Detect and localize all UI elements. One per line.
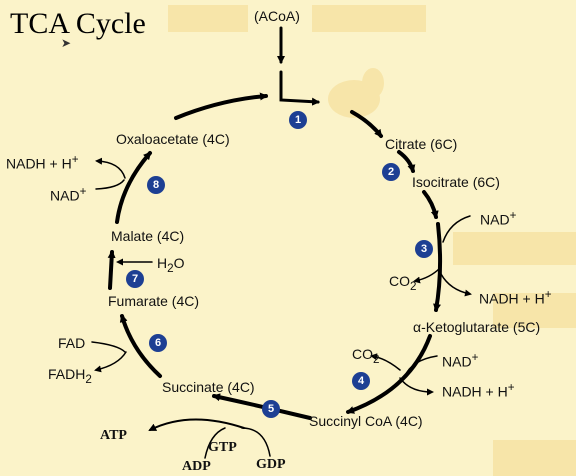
branch-fad	[91, 341, 126, 353]
arrow-step5	[212, 393, 312, 420]
gdp-label: GDP	[256, 457, 286, 472]
branch-gtp-atp	[148, 418, 245, 431]
cursor-icon: ➤	[61, 36, 72, 50]
fadh2-label: FADH2	[48, 366, 92, 386]
isocitrate-label: Isocitrate (6C)	[412, 174, 500, 190]
branch-nadh-8	[95, 157, 126, 179]
acoa-label: (ACoA)	[254, 8, 300, 24]
atp-label: ATP	[100, 428, 127, 443]
step-8-marker: 8	[147, 176, 165, 194]
blank-box-right-1	[453, 232, 576, 265]
arrow-step8	[115, 151, 152, 224]
citrate-label: Citrate (6C)	[385, 136, 458, 152]
oxaloacetate-label: Oxaloacetate (4C)	[116, 131, 230, 147]
blank-blob-acetyl-top	[362, 68, 384, 98]
branch-gdp	[241, 427, 271, 457]
nad-label-step8: NAD+	[50, 185, 87, 204]
arrow-step3	[433, 222, 443, 312]
fad-label: FAD	[58, 335, 86, 351]
adp-label: ADP	[182, 459, 211, 474]
co2-label-step3: CO2	[389, 273, 417, 293]
blank-box-top-left	[168, 5, 248, 32]
arrow-isocitrate-down	[422, 190, 439, 219]
branch-co2-4	[370, 353, 401, 371]
step-1-marker: 1	[289, 111, 307, 129]
nadh-label-step4: NADH + H+	[442, 381, 515, 400]
branch-co2-3	[413, 267, 441, 284]
branch-nad-8	[95, 179, 125, 190]
step-5-marker: 5	[262, 400, 280, 418]
gtp-label: GTP	[208, 440, 237, 455]
blank-box-bottom-right	[493, 440, 576, 476]
co2-label-step4: CO2	[352, 346, 380, 366]
arrow-step7	[107, 250, 116, 290]
nad-label-step4: NAD+	[442, 351, 479, 370]
branch-nad-4	[404, 355, 438, 377]
nadh-label-step8: NADH + H+	[6, 153, 79, 172]
branch-nad-3	[442, 215, 471, 243]
step-4-marker: 4	[352, 372, 370, 390]
blank-box-right-2	[493, 293, 576, 328]
nad-label-step3: NAD+	[480, 209, 517, 228]
step-7-marker: 7	[126, 270, 144, 288]
ketoglutarate-label: α-Ketoglutarate (5C)	[413, 319, 541, 335]
fumarate-label: Fumarate (4C)	[108, 293, 200, 309]
branch-fadh2	[94, 351, 127, 373]
arrow-step4	[346, 334, 432, 414]
arrow-entry	[279, 70, 320, 106]
step-3-marker: 3	[415, 240, 433, 258]
arrow-step1	[350, 110, 383, 138]
blank-box-top-right	[312, 5, 426, 32]
arrow-step2	[397, 150, 416, 173]
branch-nadh-4	[399, 377, 434, 396]
arrow-oaa-to-entry	[174, 92, 268, 120]
nadh-label-step3: NADH + H+	[479, 288, 552, 307]
succinate-label: Succinate (4C)	[162, 379, 255, 395]
branch-nadh-3	[440, 273, 472, 297]
step-2-marker: 2	[382, 163, 400, 181]
succinyl-coa-label: Succinyl CoA (4C)	[309, 413, 423, 429]
h2o-label: H2O	[157, 255, 185, 275]
step-6-marker: 6	[149, 334, 167, 352]
diagram-title: TCA Cycle	[10, 7, 146, 40]
arrow-step6	[119, 314, 162, 378]
branch-adp	[204, 427, 226, 459]
malate-label: Malate (4C)	[111, 228, 185, 244]
